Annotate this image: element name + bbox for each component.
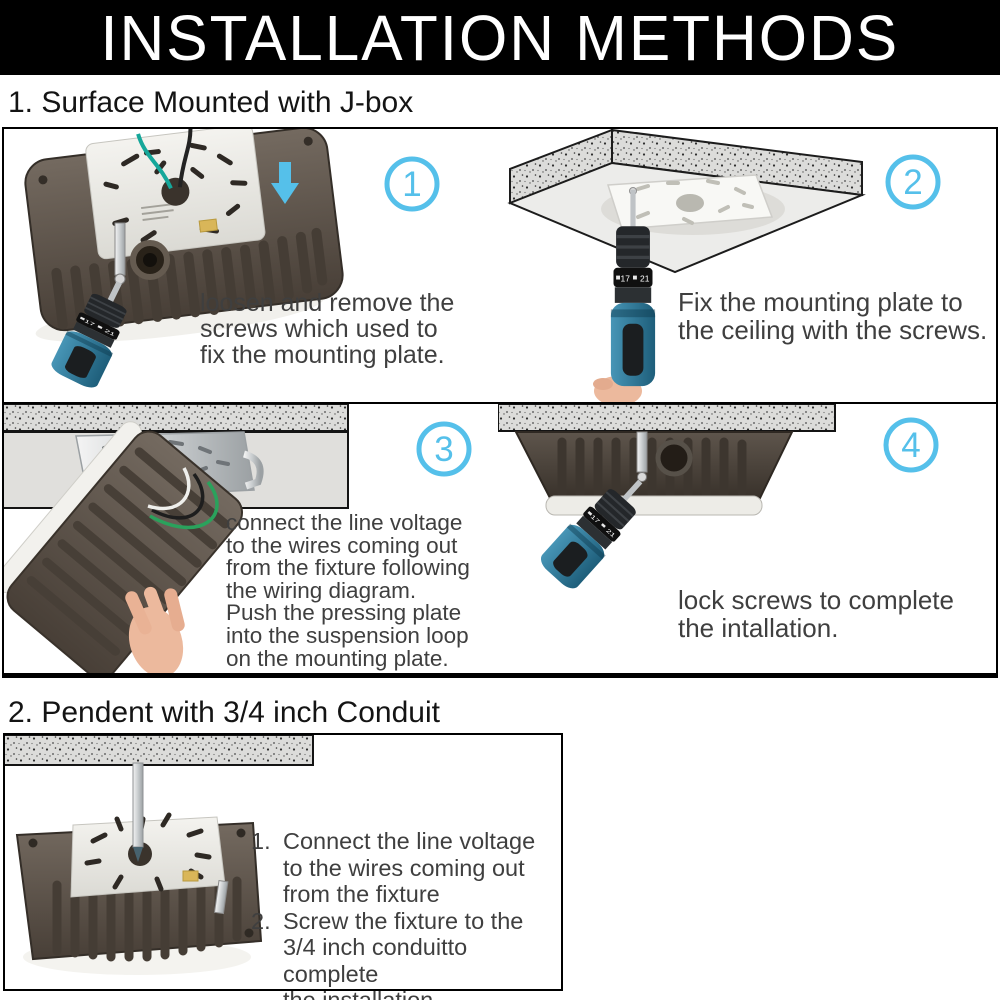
pendant-step-row: 2. Screw the fixture to the 3/4 inch con… (251, 908, 561, 1000)
step2-photo: 2 (507, 129, 941, 402)
wires-illustration (147, 467, 219, 530)
step1-panel: 1 loosen and remove the screws which use… (2, 127, 500, 404)
section2-heading: 2. Pendent with 3/4 inch Conduit (8, 696, 440, 729)
page-title: INSTALLATION METHODS (100, 1, 900, 74)
teal-wire (136, 133, 173, 190)
conduit-hub (655, 439, 693, 477)
pendant-step1-number: 1. (251, 828, 271, 854)
conduit-hub (130, 240, 170, 280)
fixture-top-illustration (15, 812, 263, 975)
mounting-plate (606, 174, 774, 230)
fixture-back-illustration (24, 129, 344, 343)
pendant-step-row: 1. Connect the line voltage to the wires… (251, 828, 561, 908)
lens (545, 495, 763, 516)
pendant-step2-text: Screw the fixture to the 3/4 inch condui… (283, 907, 524, 1000)
step4-photo: 4 (498, 404, 939, 595)
step4-number: 4 (901, 426, 920, 465)
pendant-panel: 1. Connect the line voltage to the wires… (3, 733, 563, 1000)
step4-instructions: lock screws to complete the intallation. (678, 585, 954, 643)
mounting-strap (114, 222, 126, 276)
pendant-instructions: 1. Connect the line voltage to the wires… (251, 828, 561, 1000)
step4-panel: 4 lock screws to complete the intallatio… (498, 404, 998, 678)
step2-number: 2 (903, 163, 922, 202)
conduit-rod (132, 762, 144, 862)
step1-photo: 1 (24, 129, 440, 394)
ceiling-illustration (5, 735, 314, 766)
step-number-badge: 4 (883, 417, 939, 473)
step-number-badge: 3 (416, 421, 472, 477)
step-number-badge: 1 (384, 156, 440, 212)
step3-photo: 3 (4, 404, 472, 673)
title-banner: INSTALLATION METHODS (0, 0, 1000, 75)
pendant-step2-number: 2. (251, 907, 271, 934)
suspension-loop (242, 450, 264, 490)
down-arrow-icon (271, 162, 299, 204)
mounting-strap (636, 431, 648, 473)
step1-number: 1 (402, 165, 421, 204)
step3-panel: 3 connect the line voltage to the wires … (2, 404, 500, 678)
section1-heading: 1. Surface Mounted with J-box (8, 86, 414, 119)
black-wire (177, 129, 193, 188)
pendant-step1-text: Connect the line voltage to the wires co… (283, 828, 536, 907)
step1-instructions: loosen and remove the screws which used … (200, 289, 455, 369)
step3-instructions: connect the line voltage to the wires co… (226, 510, 470, 671)
mounting-strap (213, 880, 229, 915)
ceiling-illustration (4, 404, 349, 432)
pendant-photo (5, 735, 314, 975)
step2-instructions: Fix the mounting plate to the ceiling wi… (678, 287, 988, 345)
step3-number: 3 (434, 430, 453, 469)
mounted-fixture-illustration (514, 431, 794, 516)
hand-illustration (125, 586, 185, 673)
step2-panel: 2 Fix the mounting plate to the ceiling … (498, 127, 998, 404)
step-number-badge: 2 (885, 154, 941, 210)
ceiling-illustration (498, 404, 836, 432)
